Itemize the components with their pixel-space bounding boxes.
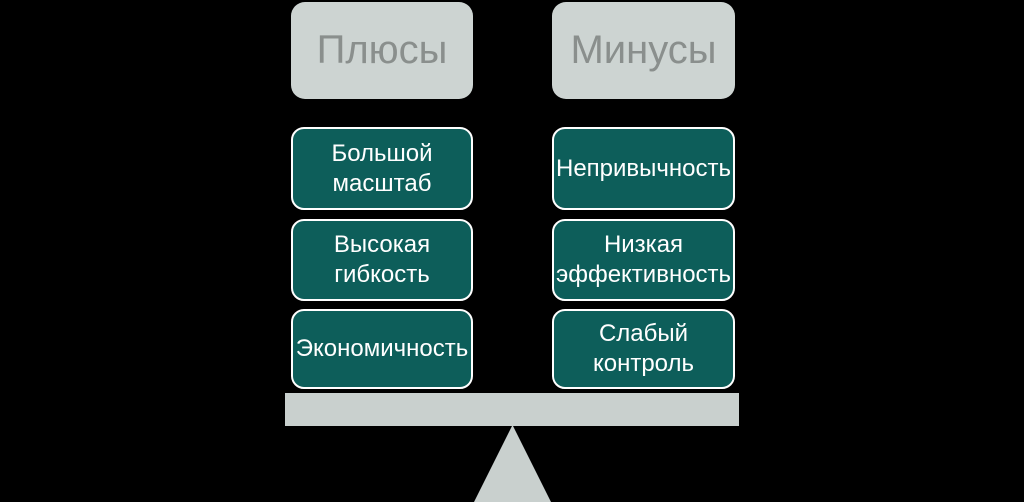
pros-item-2: Высокая гибкость [291, 219, 473, 301]
balance-fulcrum [474, 425, 551, 502]
cons-header: Минусы [552, 2, 735, 99]
pros-header-label: Плюсы [316, 28, 448, 72]
cons-item-1: Непривычность [552, 127, 735, 210]
pros-item-3: Экономичность [291, 309, 473, 389]
balance-beam [285, 393, 739, 426]
cons-item-3: Слабый контроль [552, 309, 735, 389]
pros-header: Плюсы [291, 2, 473, 99]
cons-item-2: Низкая эффективность [552, 219, 735, 301]
pros-item-1: Большой масштаб [291, 127, 473, 210]
cons-header-label: Минусы [570, 28, 717, 72]
